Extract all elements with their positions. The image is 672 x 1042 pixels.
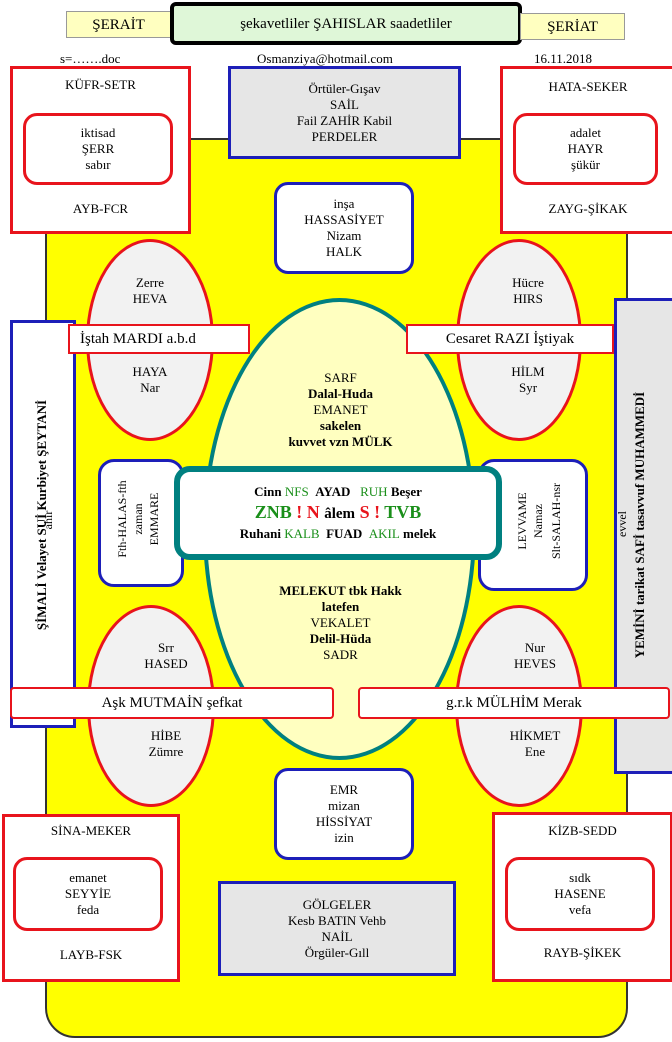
lr-bottom-text: HİKMET Ene — [509, 728, 561, 759]
title-box: şekavetliler ŞAHISLAR saadetliler — [170, 2, 522, 45]
page-title: şekavetliler ŞAHISLAR saadetliler — [240, 15, 452, 32]
ul-bottom-text: HAYA Nar — [132, 364, 168, 395]
bottom-left-title: SİNA-MEKER — [50, 823, 132, 838]
left-mid-line-3: EMMARE — [147, 492, 161, 546]
bottom-left-box: SİNA-MEKER emanet SEYYİE feda LAYB-FSK — [2, 814, 180, 982]
left-mid-line-2: zaman — [131, 503, 145, 535]
ur-top-text: Hücre HIRS — [512, 275, 544, 306]
top-left-box: KÜFR-SETR iktisad ŞERR sabır AYB-FCR — [10, 66, 191, 234]
bottom-center-box: GÖLGELER Kesb BATIN Vehb NAİL Örgüler-Gı… — [218, 881, 456, 976]
top-right-box: HATA-SEKER adalet HAYR şükür ZAYG-ŞİKAK — [500, 66, 672, 234]
left-header-tab: ŞERAİT — [66, 11, 171, 38]
ll-bottom-text: HİBE Zümre — [148, 728, 184, 759]
bottom-left-inner: emanet SEYYİE feda — [13, 857, 163, 931]
center-row-2: ZNB ! N âlem S ! TVB — [254, 502, 422, 522]
ll-top-text: Srr HASED — [144, 640, 188, 671]
ul-top-text: Zerre HEVA — [132, 275, 168, 306]
left-mid-line-1: Fth-HALAS-fth — [115, 480, 129, 558]
lower-mid-box: EMR mizan HİSSİYAT izin — [274, 768, 414, 860]
right-mid-line-1: LEVVAME — [515, 492, 529, 550]
upper-left-bar: İştah MARDI a.b.d — [68, 324, 250, 354]
left-vertical-box — [10, 320, 76, 728]
bottom-right-box: KİZB-SEDD sıdk HASENE vefa RAYB-ŞİKEK — [492, 812, 672, 982]
oval-top-text: SARF Dalal-Huda EMANET sakelen kuvvet vz… — [288, 370, 393, 449]
center-row-1: Cinn NFS AYAD RUH Beşer — [254, 484, 422, 499]
bottom-right-inner: sıdk HASENE vefa — [505, 857, 655, 931]
top-left-title: KÜFR-SETR — [65, 77, 136, 92]
top-left-footer: AYB-FCR — [72, 201, 129, 216]
center-box: Cinn NFS AYAD RUH Beşer ZNB ! N âlem S !… — [174, 466, 502, 560]
date-text: 16.11.2018 — [534, 51, 593, 66]
top-right-inner: adalet HAYR şükür — [513, 113, 658, 185]
right-mid-line-3: Slt-SALAH-nsr — [549, 483, 563, 560]
email-text: Osmanziya@hotmail.com — [257, 51, 393, 66]
right-mid-line-2: Namaz — [531, 504, 545, 538]
bottom-left-footer: LAYB-FSK — [59, 947, 123, 962]
bottom-right-title: KİZB-SEDD — [548, 823, 617, 838]
upper-mid-box: inşa HASSASİYET Nizam HALK — [274, 182, 414, 274]
ur-bottom-text: HİLM Syr — [511, 364, 545, 395]
right-vertical-text: YEMİNİ tarikat SAFİ tasavvuf MUHAMMEDİ — [632, 391, 647, 659]
top-center-box: Örtüler-Gışav SAİL Fail ZAHİR Kabil PERD… — [228, 66, 461, 159]
lower-left-bar: Aşk MUTMAİN şefkat — [10, 687, 334, 719]
top-right-footer: ZAYG-ŞİKAK — [548, 201, 628, 216]
right-vertical-sub: evvel — [615, 511, 629, 537]
center-row-3: Ruhani KALB FUAD AKIL melek — [239, 526, 437, 541]
lr-top-text: Nur HEVES — [514, 640, 556, 671]
top-left-inner: iktisad ŞERR sabır — [23, 113, 173, 185]
right-header-label: ŞERİAT — [547, 18, 598, 35]
top-right-title: HATA-SEKER — [548, 79, 628, 94]
left-header-label: ŞERAİT — [92, 16, 145, 33]
right-header-tab: ŞERİAT — [520, 13, 625, 40]
left-vertical-sub: ahir — [41, 510, 55, 530]
file-name: s=…….doc — [60, 51, 121, 66]
lower-right-bar: g.r.k MÜLHİM Merak — [358, 687, 670, 719]
bottom-right-footer: RAYB-ŞİKEK — [543, 945, 622, 960]
upper-right-bar: Cesaret RAZI İştiyak — [406, 324, 614, 354]
oval-bottom-text: MELEKUT tbk Hakk latefen VEKALET Delil-H… — [279, 583, 402, 662]
